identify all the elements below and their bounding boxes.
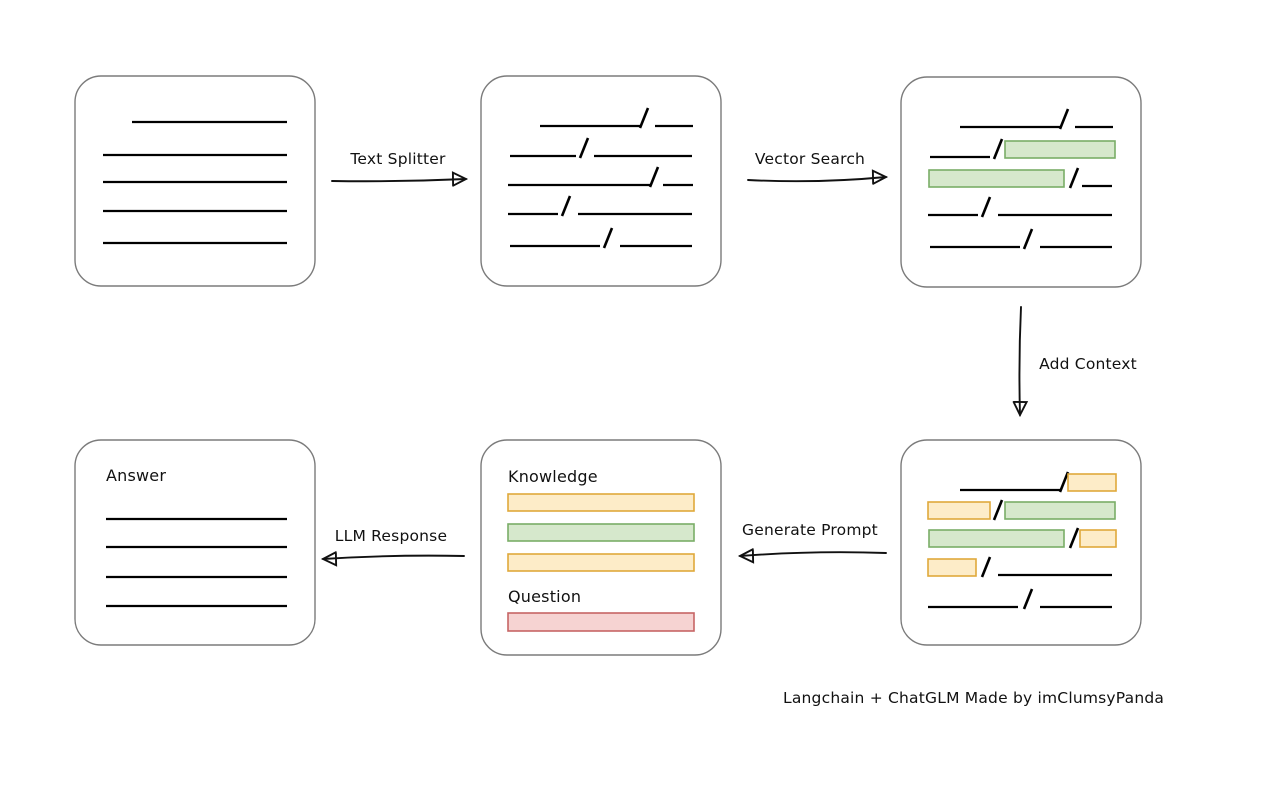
knowledge-bar-1: [507, 493, 695, 512]
knowledge-label: Knowledge: [508, 467, 598, 486]
edge-generate-prompt: Generate Prompt: [737, 521, 887, 564]
slash-separator: [980, 196, 992, 218]
arrow-shaft: [322, 554, 465, 560]
answer-box-frame: [74, 439, 316, 646]
arrow-head-icon: [320, 551, 338, 567]
highlight-segment-yellow: [927, 501, 991, 520]
highlight-segment-green: [928, 529, 1065, 548]
slash-separator: [1022, 228, 1034, 250]
split-chunks-box: [480, 75, 722, 287]
slash-separator: [638, 107, 650, 129]
highlight-segment-yellow: [1067, 473, 1117, 492]
slash-separator: [1068, 167, 1080, 189]
slash-separator: [992, 499, 1004, 521]
arrow-head-icon: [737, 548, 755, 564]
slash-separator: [648, 166, 660, 188]
highlight-segment-green: [928, 169, 1065, 188]
nodes-layer: [74, 75, 1142, 656]
source-document-box: [74, 75, 316, 287]
edge-add-context: Add Context: [1012, 306, 1137, 418]
highlight-segment-yellow: [927, 558, 977, 577]
context-chunks-box: [900, 439, 1142, 646]
slash-separator: [1058, 471, 1070, 493]
arrow-shaft: [1018, 306, 1022, 416]
question-bar-1: [507, 612, 695, 632]
highlight-segment-green: [1004, 140, 1116, 159]
knowledge-bar-2: [507, 523, 695, 542]
highlight-segment-yellow: [1079, 529, 1117, 548]
footer-credit: Langchain + ChatGLM Made by imClumsyPand…: [783, 689, 1164, 707]
arrow-shaft: [331, 178, 467, 183]
arrow-head-icon: [1012, 400, 1029, 418]
slash-separator: [560, 195, 572, 217]
edge-text-splitter: Text Splitter: [331, 150, 469, 187]
slash-separator: [992, 138, 1004, 160]
answer-box: [74, 439, 316, 646]
slash-separator: [1058, 108, 1070, 130]
edge-generate-prompt-label: Generate Prompt: [742, 521, 878, 539]
slash-separator: [980, 556, 992, 578]
edge-text-splitter-label: Text Splitter: [349, 150, 446, 168]
edge-llm-response: LLM Response: [320, 527, 465, 567]
arrow-shaft: [739, 551, 887, 557]
slash-separator: [602, 227, 614, 249]
slash-separator: [1022, 588, 1034, 610]
vector-matched-chunks-box: [900, 76, 1142, 288]
answer-title: Answer: [106, 466, 166, 485]
slash-separator: [1068, 527, 1080, 549]
arrow-shaft: [747, 176, 887, 183]
highlight-segment-green: [1004, 501, 1116, 520]
edge-llm-response-label: LLM Response: [335, 527, 447, 545]
split-chunks-box-frame: [480, 75, 722, 287]
edge-vector-search: Vector Search: [747, 150, 889, 185]
arrow-head-icon: [451, 171, 469, 187]
edge-add-context-label: Add Context: [1039, 355, 1137, 373]
arrow-head-icon: [871, 169, 889, 185]
slash-separator: [578, 137, 590, 159]
edge-vector-search-label: Vector Search: [755, 150, 865, 168]
question-label: Question: [508, 587, 581, 606]
knowledge-bar-3: [507, 553, 695, 572]
